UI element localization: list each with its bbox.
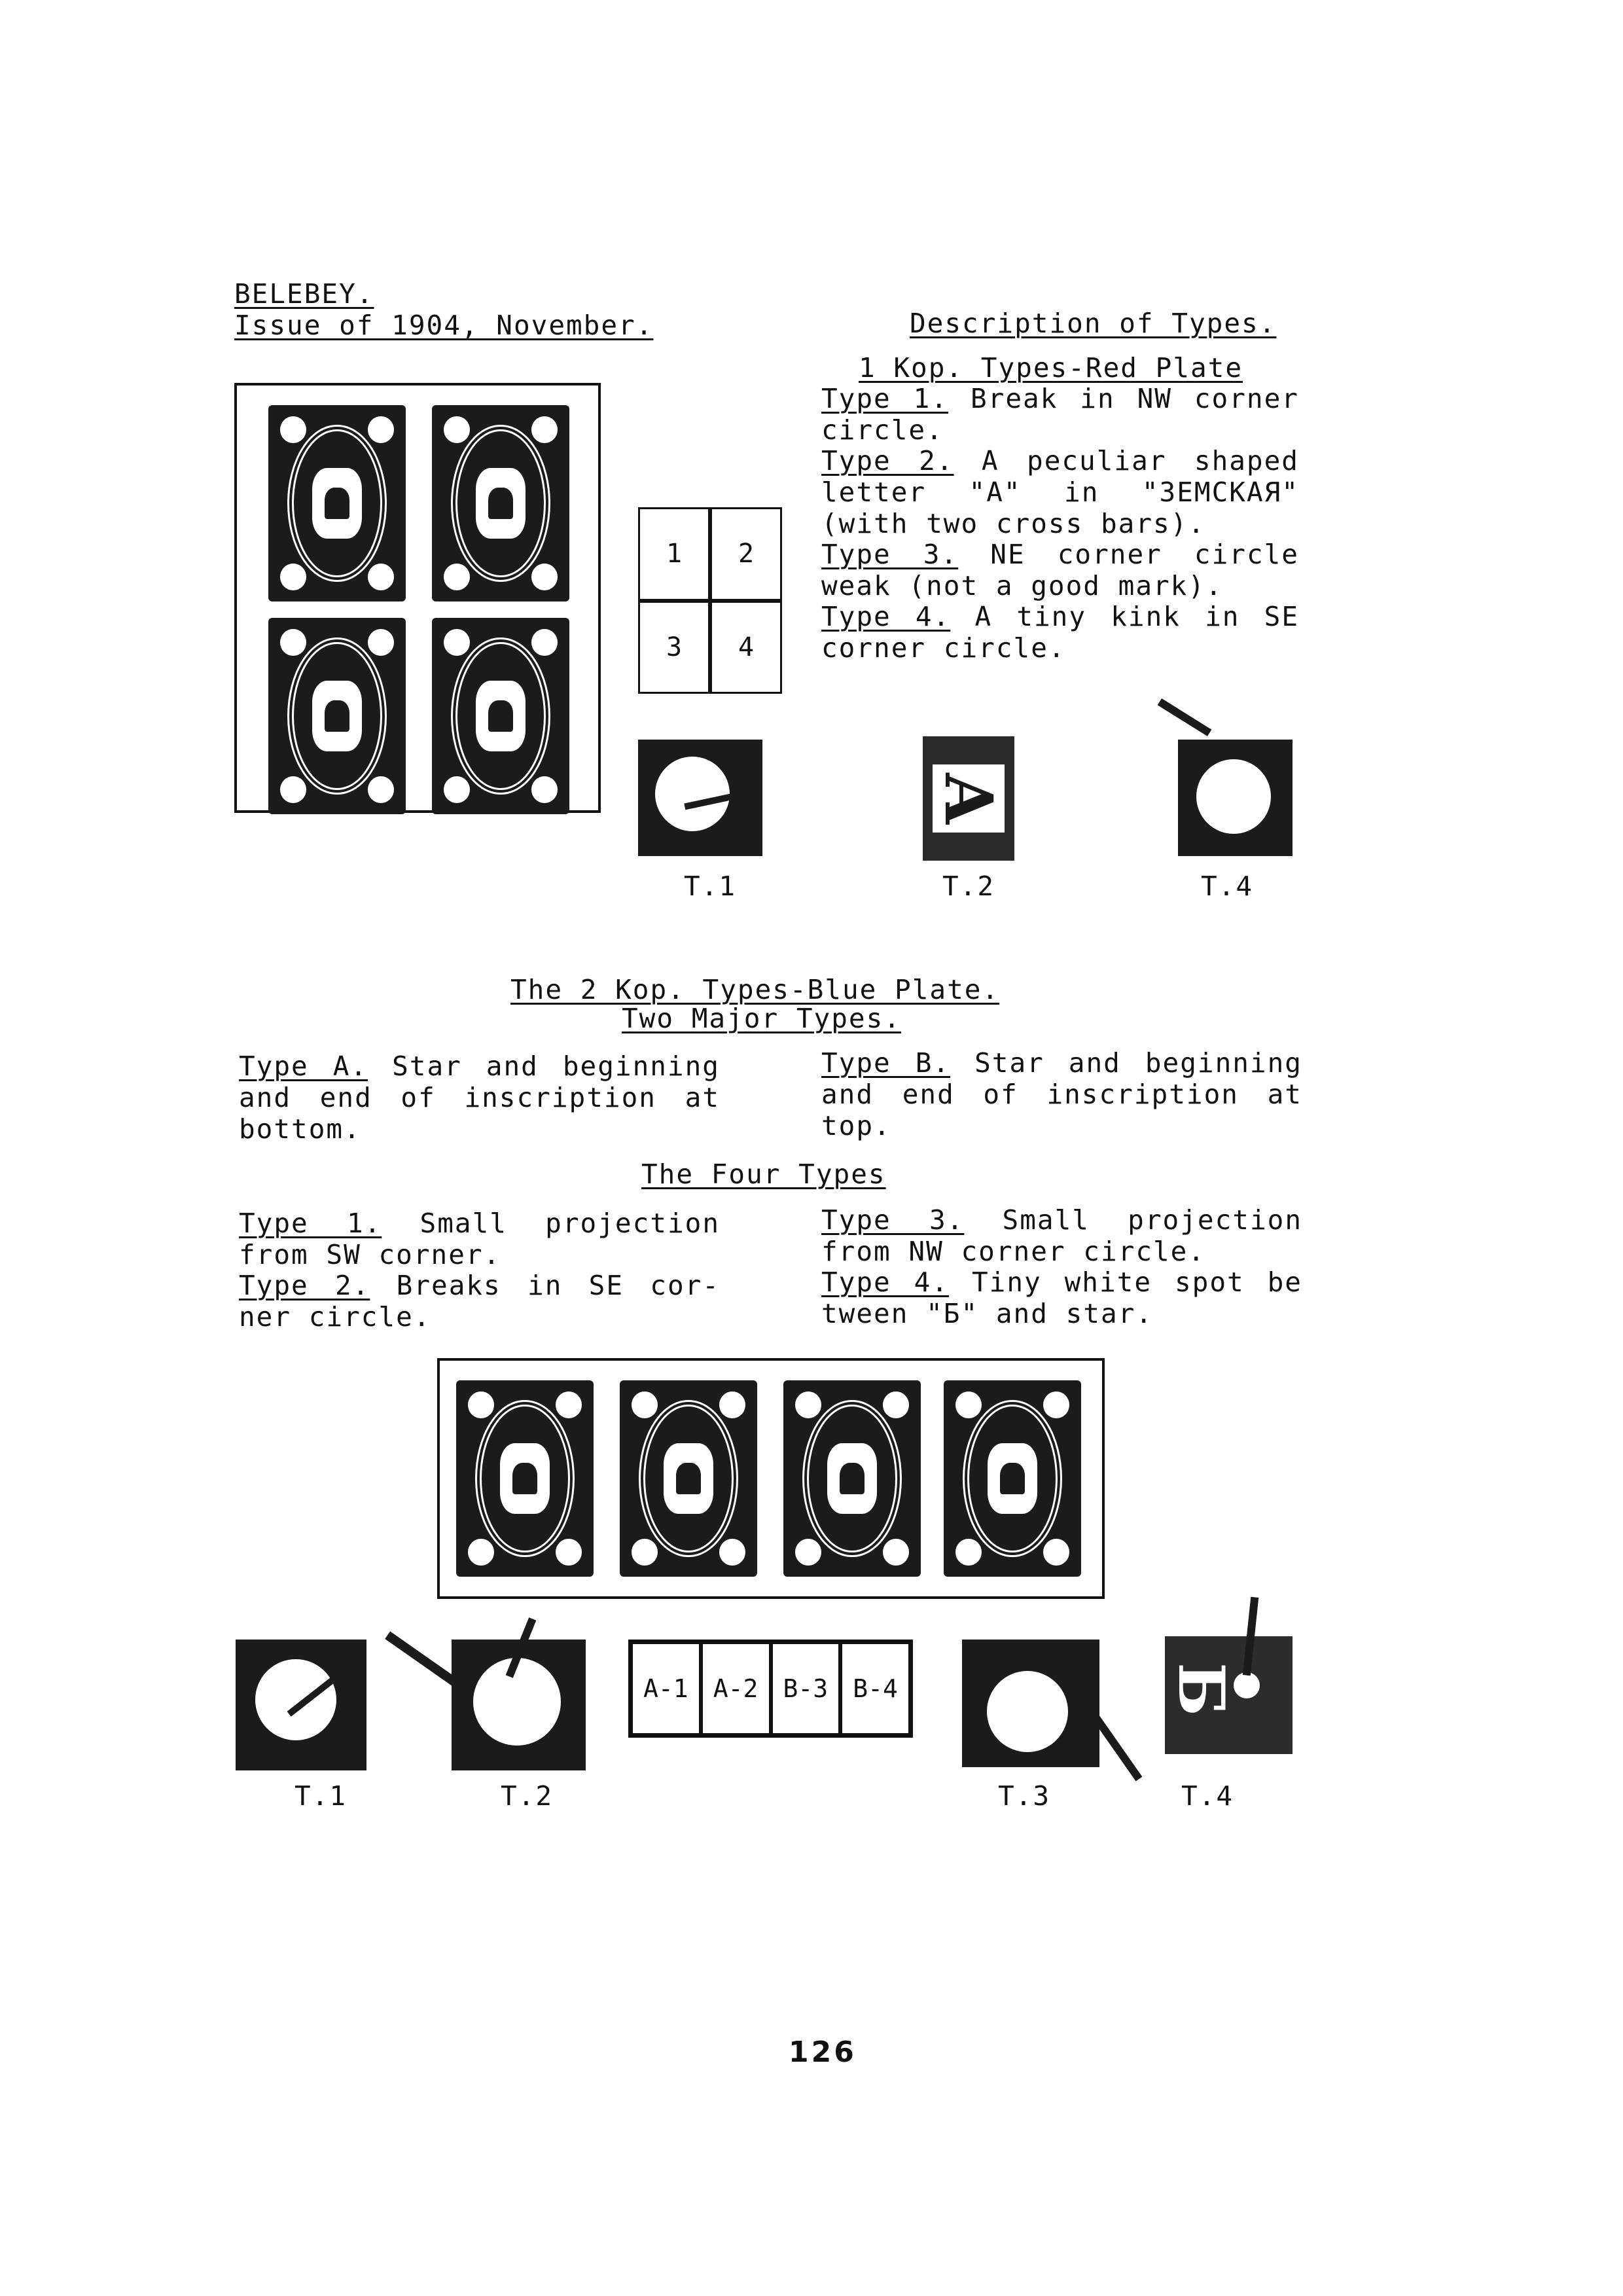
detail-image-t1 — [638, 740, 762, 856]
grid-cell: 3 — [638, 600, 710, 694]
page-number: 126 — [789, 2036, 857, 2069]
detail-image-t1 — [236, 1640, 366, 1770]
strip-cell: B-3 — [770, 1642, 841, 1735]
caption-t2: T.2 — [942, 870, 995, 902]
type-position-strip: A-1 A-2 B-3 B-4 — [628, 1640, 913, 1738]
white-spot — [1234, 1672, 1260, 1698]
stamp-image — [432, 405, 569, 601]
blue-type-2: Type 2. Breaks in SE cor- ner circle. — [239, 1270, 720, 1333]
position-grid: 1 2 3 4 — [638, 507, 782, 694]
strip-cell: A-2 — [700, 1642, 771, 1735]
stamp-image — [268, 405, 406, 601]
letter-a-glyph: A — [930, 764, 1007, 833]
description-subheading: 1 Kop. Types-Red Plate — [859, 352, 1243, 384]
caption-t3: T.3 — [998, 1780, 1051, 1812]
stamp-image — [783, 1380, 921, 1577]
caption-t2: T.2 — [501, 1780, 554, 1812]
blue-type-4: Type 4. Tiny white spot be tween "Б" and… — [821, 1266, 1302, 1329]
four-types-heading: The Four Types — [641, 1158, 886, 1190]
issue-date: Issue of 1904, November. — [234, 310, 654, 341]
strip-cell: A-1 — [631, 1642, 701, 1735]
caption-t1: T.1 — [684, 870, 737, 902]
pointer-arrow — [1157, 698, 1212, 736]
letter-a-detail: A — [923, 736, 1014, 861]
caption-t1: T.1 — [294, 1780, 348, 1812]
strip-cell: B-4 — [840, 1642, 910, 1735]
red-type-4: Type 4. A tiny kink in SE corner circle. — [821, 601, 1299, 664]
grid-cell: 2 — [710, 507, 782, 601]
description-heading: Description of Types. — [910, 308, 1277, 339]
red-type-2: Type 2. A peculiar shaped letter "A" in … — [821, 445, 1299, 539]
type-b-desc: Type B. Star and beginning and end of in… — [821, 1047, 1302, 1141]
major-types-heading: Two Major Types. — [622, 1003, 901, 1034]
grid-cell: 1 — [638, 507, 710, 601]
letter-b-glyph: Б — [1164, 1662, 1238, 1717]
red-type-3: Type 3. NE corner circle weak (not a goo… — [821, 539, 1299, 601]
type-a-desc: Type A. Star and beginning and end of in… — [239, 1050, 720, 1145]
blue-type-3: Type 3. Small projection from NW corner … — [821, 1204, 1302, 1267]
caption-t4: T.4 — [1181, 1780, 1234, 1812]
detail-image-t4: Б — [1164, 1636, 1293, 1754]
caption-t4: T.4 — [1201, 870, 1254, 902]
detail-image-t3 — [962, 1640, 1099, 1767]
stamp-block-of-four — [234, 383, 601, 814]
pointer-arrow — [1092, 1715, 1143, 1782]
detail-image-t4 — [1178, 740, 1293, 856]
stamp-image — [620, 1380, 757, 1577]
section-title: BELEBEY. — [234, 278, 374, 310]
stamp-image — [432, 618, 569, 814]
stamp-image — [456, 1380, 594, 1577]
red-type-1: Type 1. Break in NW corner circle. — [821, 383, 1299, 446]
blue-type-1: Type 1. Small projection from SW corner. — [239, 1208, 720, 1270]
stamp-image — [268, 618, 406, 814]
stamp-strip-of-four — [437, 1358, 1105, 1599]
blue-plate-heading: The 2 Kop. Types-Blue Plate. — [510, 974, 1000, 1005]
grid-cell: 4 — [710, 600, 782, 694]
pointer-arrow — [385, 1631, 463, 1690]
stamp-image — [944, 1380, 1081, 1577]
